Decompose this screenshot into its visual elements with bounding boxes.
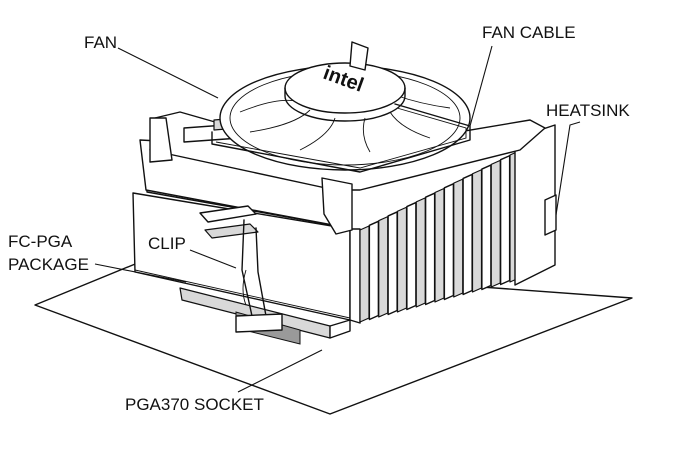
label-fan-cable: FAN CABLE bbox=[482, 23, 576, 42]
heatsink-fin bbox=[424, 192, 436, 306]
heatsink-fin bbox=[453, 178, 464, 298]
heatsink-fin bbox=[443, 183, 455, 301]
heatsink-fin bbox=[378, 216, 389, 318]
label-fan: FAN bbox=[84, 33, 117, 52]
label-fc-pga: FC-PGA bbox=[8, 232, 73, 251]
retention-clip bbox=[199, 205, 283, 333]
heatsink-fin bbox=[415, 197, 426, 308]
heatsink-fin bbox=[490, 159, 501, 288]
heatsink-fin bbox=[434, 187, 445, 303]
fan-cable bbox=[211, 103, 471, 173]
label-clip: CLIP bbox=[148, 234, 186, 253]
label-heatsink: HEATSINK bbox=[546, 101, 630, 120]
heatsink-fin bbox=[499, 154, 511, 286]
heatsink-fin bbox=[359, 225, 370, 323]
heatsink-fins bbox=[359, 150, 520, 323]
heatsink-fin bbox=[462, 173, 473, 296]
heatsink-fin bbox=[471, 169, 483, 293]
heatsink-fin bbox=[387, 211, 398, 316]
heatsink-fin bbox=[406, 201, 417, 311]
leader-lines bbox=[94, 45, 581, 393]
label-package: PACKAGE bbox=[8, 255, 89, 274]
heatsink-fin bbox=[368, 220, 380, 321]
heatsink-fin bbox=[481, 164, 492, 291]
heatsink-fin bbox=[396, 206, 408, 313]
label-socket: PGA370 SOCKET bbox=[125, 395, 264, 414]
